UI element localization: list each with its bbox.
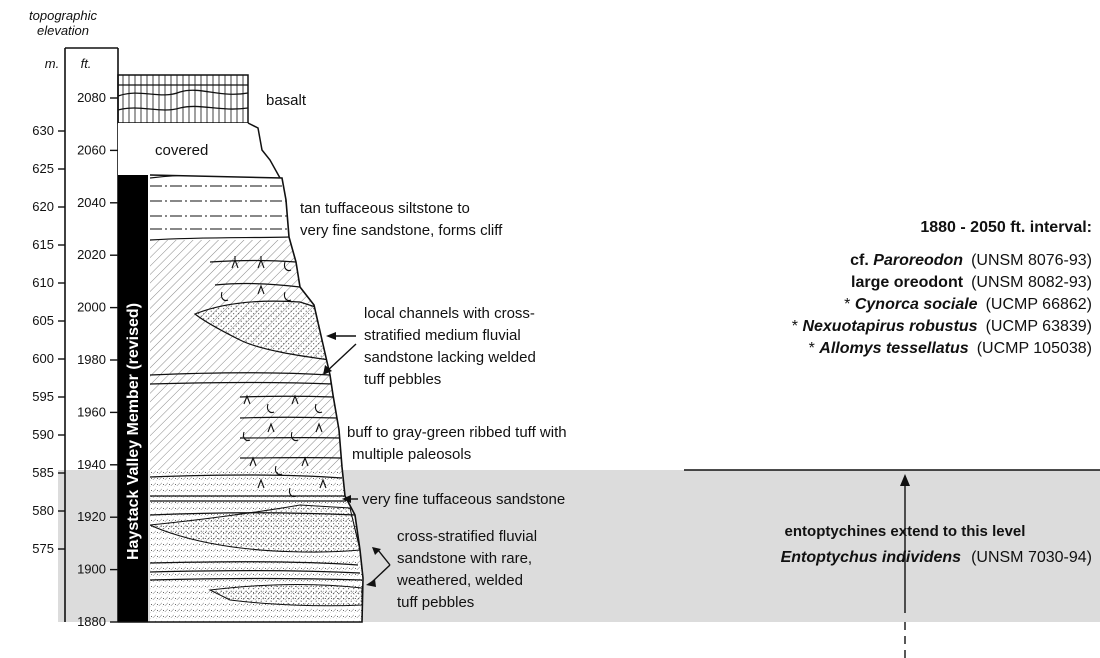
taxon-line: * Allomys tessellatus (UCMP 105038) bbox=[809, 340, 1092, 357]
taxon-specimen: (UCMP 63839) bbox=[986, 318, 1092, 335]
taxon-name: Cynorca sociale bbox=[855, 296, 978, 313]
meter-tick-label: 605 bbox=[32, 313, 54, 328]
meter-tick-label: 615 bbox=[32, 237, 54, 252]
label-fluvial-4: tuff pebbles bbox=[397, 594, 474, 611]
interval-taxa: cf. Paroreodon (UNSM 8076-93) large oreodo… bbox=[792, 252, 1092, 357]
meter-tick-label: 625 bbox=[32, 161, 54, 176]
meter-tick-label: 585 bbox=[32, 465, 54, 480]
label-channels-2: stratified medium fluvial bbox=[364, 327, 521, 344]
taxon-line: cf. Paroreodon (UNSM 8076-93) bbox=[850, 252, 1092, 269]
range-note-text: entoptychines extend to this level bbox=[785, 523, 1026, 540]
meter-tick-label: 610 bbox=[32, 275, 54, 290]
feet-tick-label: 2000 bbox=[77, 300, 106, 315]
label-fluvial-2: sandstone with rare, bbox=[397, 550, 532, 567]
taxon-asterisk: * bbox=[792, 318, 803, 335]
feet-tick-label: 1920 bbox=[77, 509, 106, 524]
range-note-taxon-line: Entoptychus individens (UNSM 7030-94) bbox=[781, 549, 1092, 566]
feet-tick-label: 1900 bbox=[77, 562, 106, 577]
interval-title: 1880 - 2050 ft. interval: bbox=[920, 219, 1092, 236]
meter-tick-label: 595 bbox=[32, 389, 54, 404]
meter-tick-label: 580 bbox=[32, 503, 54, 518]
taxon-line: * Cynorca sociale (UCMP 66862) bbox=[844, 296, 1092, 313]
taxon-asterisk: * bbox=[809, 340, 820, 357]
member-bar-label: Haystack Valley Member (revised) bbox=[125, 303, 142, 560]
label-channels-3: sandstone lacking welded bbox=[364, 349, 536, 366]
label-fluvial-1: cross-stratified fluvial bbox=[397, 528, 537, 545]
label-channels-1: local channels with cross- bbox=[364, 305, 535, 322]
taxon-name: Allomys tessellatus bbox=[818, 340, 969, 357]
axis-header-line2: elevation bbox=[37, 23, 89, 38]
taxon-specimen: (UCMP 66862) bbox=[986, 296, 1092, 313]
label-siltstone-2: very fine sandstone, forms cliff bbox=[300, 222, 503, 239]
meter-tick-label: 620 bbox=[32, 199, 54, 214]
range-note-specimen: (UNSM 7030-94) bbox=[971, 549, 1092, 566]
taxon-asterisk: * bbox=[844, 296, 855, 313]
unit-m-label: m. bbox=[45, 56, 59, 71]
taxon-qualifier: cf. bbox=[850, 252, 873, 269]
taxon-qualifier: large oreodont bbox=[851, 274, 964, 291]
label-covered: covered bbox=[155, 142, 208, 159]
unit-ft-label: ft. bbox=[81, 56, 92, 71]
taxon-specimen: (UCMP 105038) bbox=[977, 340, 1092, 357]
taxon-line: * Nexuotapirus robustus (UCMP 63839) bbox=[792, 318, 1092, 335]
feet-tick-label: 1940 bbox=[77, 457, 106, 472]
label-ribbed-tuff-1: buff to gray-green ribbed tuff with bbox=[347, 424, 567, 441]
meter-tick-label: 590 bbox=[32, 427, 54, 442]
feet-tick-label: 2080 bbox=[77, 90, 106, 105]
column-body bbox=[150, 175, 370, 625]
label-fluvial-3: weathered, welded bbox=[396, 572, 523, 589]
feet-tick-label: 1980 bbox=[77, 352, 106, 367]
taxon-name: Paroreodon bbox=[873, 252, 963, 269]
taxon-specimen: (UNSM 8082-93) bbox=[971, 274, 1092, 291]
axis-header-line1: topographic bbox=[29, 8, 97, 23]
label-channels-4: tuff pebbles bbox=[364, 371, 441, 388]
label-ribbed-tuff-2: multiple paleosols bbox=[352, 446, 471, 463]
basalt-unit bbox=[118, 75, 248, 123]
taxon-specimen: (UNSM 8076-93) bbox=[971, 252, 1092, 269]
feet-tick-label: 1880 bbox=[77, 614, 106, 629]
label-basalt: basalt bbox=[266, 92, 307, 109]
label-siltstone-1: tan tuffaceous siltstone to bbox=[300, 200, 470, 217]
meter-tick-label: 630 bbox=[32, 123, 54, 138]
meter-tick-label: 575 bbox=[32, 541, 54, 556]
feet-tick-label: 2060 bbox=[77, 142, 106, 157]
label-fine-sandstone: very fine tuffaceous sandstone bbox=[362, 491, 565, 508]
feet-tick-label: 1960 bbox=[77, 404, 106, 419]
range-note-taxon: Entoptychus individens bbox=[781, 549, 962, 566]
feet-tick-label: 2040 bbox=[77, 195, 106, 210]
taxon-name: Nexuotapirus robustus bbox=[802, 318, 977, 335]
feet-tick-label: 2020 bbox=[77, 247, 106, 262]
meter-tick-label: 600 bbox=[32, 351, 54, 366]
taxon-line: large oreodont (UNSM 8082-93) bbox=[851, 274, 1092, 291]
